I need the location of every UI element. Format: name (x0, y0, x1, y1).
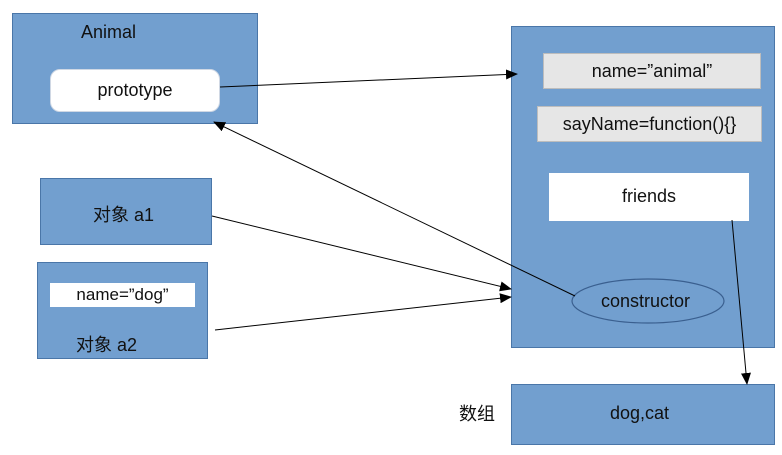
array-value: dog,cat (610, 403, 670, 423)
object-a1-label: 对象 a1 (93, 205, 155, 225)
object-a2-label: 对象 a2 (76, 335, 138, 355)
arrow-prototype-to-object (219, 69, 518, 88)
array-box: dog,cat (511, 384, 775, 445)
prototype-field: prototype (50, 69, 220, 112)
arrow-a1-to-constructor (211, 215, 512, 292)
prototype-label: prototype (97, 80, 173, 100)
dog-name-text: name=”dog” (76, 285, 169, 304)
animal-title: Animal (81, 22, 137, 42)
constructor-label: constructor (601, 291, 691, 311)
arrow-a2-to-constructor (214, 293, 512, 331)
say-name-text: sayName=function(){} (562, 114, 737, 134)
animal-box: Animal prototype (12, 13, 258, 124)
array-caption: 数组 (459, 404, 495, 424)
object-a1-box: 对象 a1 (40, 178, 212, 245)
animal-name-field: name=”animal” (543, 53, 761, 89)
friends-text: friends (621, 186, 677, 206)
friends-field: friends (549, 173, 749, 221)
prototype-object-box: name=”animal” sayName=function(){} frien… (511, 26, 775, 348)
animal-name-text: name=”animal” (591, 61, 713, 81)
say-name-field: sayName=function(){} (537, 106, 762, 142)
object-a2-box: name=”dog” 对象 a2 (37, 262, 208, 359)
dog-name-field: name=”dog” (50, 283, 195, 307)
